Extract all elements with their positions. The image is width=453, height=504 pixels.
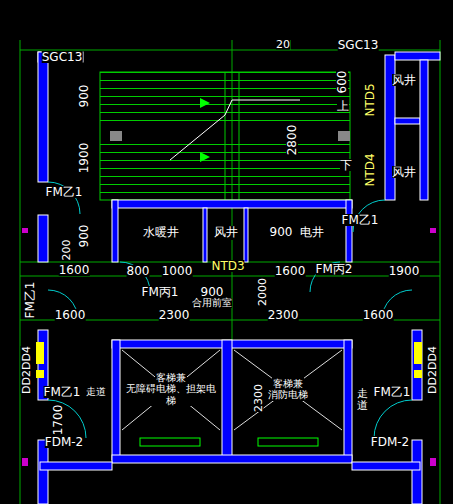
dimension-text: DD2DD4	[21, 346, 32, 394]
plan-label: 合用前室	[192, 298, 232, 308]
dimension-text: 900	[78, 225, 90, 248]
dimension-text: 2800	[286, 125, 298, 156]
node-text: 900	[269, 226, 294, 240]
plan-label: 20	[276, 39, 290, 50]
plan-label: FM丙2	[316, 263, 353, 275]
plan-label: 2300	[268, 309, 299, 321]
dimension-text: 2000	[257, 278, 268, 306]
plan-label: 1600	[55, 309, 86, 321]
plan-label: 上	[337, 100, 349, 112]
node-text: 客梯兼	[155, 372, 187, 384]
node-text: 风井	[213, 226, 239, 240]
dimension-text: NTD5	[364, 83, 376, 116]
node-text: 电井	[299, 226, 325, 240]
dimension-text: 1900	[78, 143, 90, 174]
plan-label: 1900	[389, 265, 420, 277]
plan-label: SGC13	[42, 51, 83, 63]
plan-label: 800	[127, 265, 150, 277]
elevator-shaft: 客梯兼无障碍电梯、担架电梯	[121, 349, 221, 429]
node-text: 消防电梯	[267, 389, 309, 401]
plan-label: 2300	[159, 309, 190, 321]
plan-label: FM乙1	[374, 386, 411, 398]
dimension-text: 200	[61, 240, 72, 261]
plan-label: 1600	[363, 309, 394, 321]
plan-label: FM丙1	[142, 286, 179, 298]
plan-label: FM乙1	[46, 186, 83, 198]
plan-label: 1600	[275, 265, 306, 277]
plan-label: FDM-2	[371, 436, 409, 448]
plan-label: FDM-2	[45, 436, 83, 448]
shaft-box: 水暖井	[120, 210, 202, 256]
dimension-text: DD2DD4	[427, 346, 438, 394]
dimension-text: FM乙1	[24, 282, 36, 319]
plan-label: 风井	[392, 166, 416, 178]
shaft-box: 风井	[208, 210, 243, 256]
dimension-text: 600	[336, 71, 348, 94]
node-text: 客梯兼	[272, 378, 304, 390]
dimension-text: 2300	[253, 384, 264, 412]
node-text: 无障碍电梯、担架电梯	[121, 383, 221, 406]
plan-label: 1600	[59, 264, 90, 276]
plan-label: FM乙1	[342, 214, 379, 226]
plan-label: 走道	[86, 387, 106, 397]
node-text: 水暖井	[142, 226, 180, 240]
shaft-box: 900 电井	[249, 210, 345, 256]
plan-label: SGC13	[338, 39, 379, 51]
plan-label: 900	[201, 286, 224, 298]
dimension-text: 1700	[52, 405, 64, 436]
plan-label: NTD3	[211, 260, 244, 272]
plan-label: 下	[340, 159, 352, 171]
dimension-text: 900	[78, 85, 90, 108]
plan-label: 1000	[162, 265, 193, 277]
elevator-shaft: 客梯兼消防电梯	[233, 349, 343, 429]
dimension-text: NTD4	[364, 153, 376, 186]
plan-label: 走道	[357, 388, 368, 412]
plan-label: 风井	[392, 74, 416, 86]
plan-label: FM乙1	[44, 386, 81, 398]
